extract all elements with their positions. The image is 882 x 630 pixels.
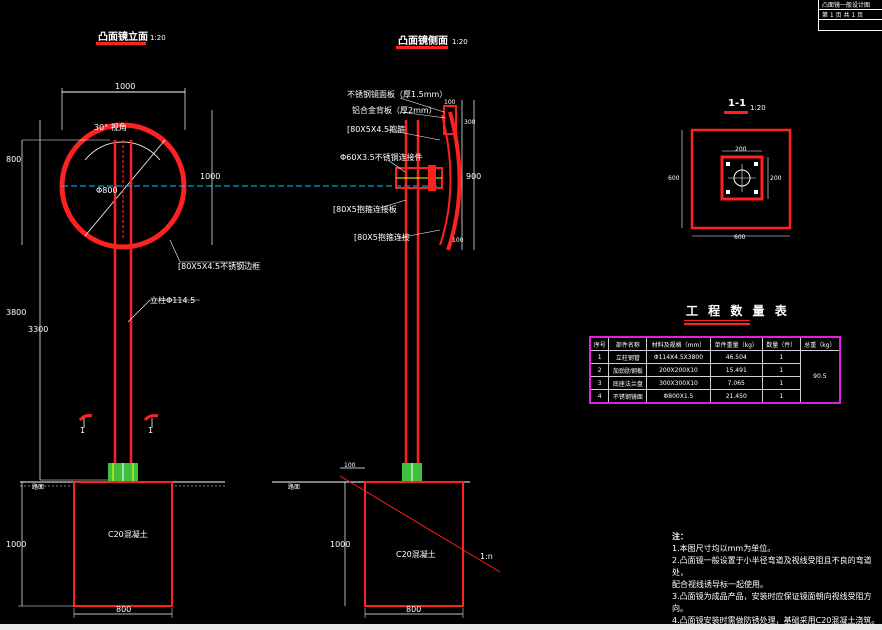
section-view-scale: 1:20 bbox=[750, 104, 766, 112]
dim-side-base-w: 800 bbox=[406, 605, 422, 614]
table-cell: 1 bbox=[589, 350, 610, 364]
table-cell: 1 bbox=[761, 376, 801, 390]
foundation-front-label: C20混凝土 bbox=[108, 530, 148, 539]
table-header-cell: 序号 bbox=[589, 336, 610, 351]
front-view-title: 凸面镜立面 bbox=[98, 32, 148, 43]
table-cell: 3 bbox=[589, 376, 610, 390]
table-row: 1 立柱钢管 Φ114X4.5X3800 46.504 1 90.5 bbox=[589, 350, 841, 404]
dim-side-right-3: 100 bbox=[452, 237, 464, 244]
dim-base-h: 1000 bbox=[6, 540, 27, 549]
foundation-side-label: C20混凝土 bbox=[396, 550, 436, 559]
arc-label: 30° 视角 bbox=[94, 123, 127, 132]
title-block-row2: 第 1 页 共 1 页 bbox=[819, 10, 882, 20]
quantity-table: 序号 部件名称 材料及规格（mm） 单件重量（kg） 数量（件） 总重（kg） … bbox=[589, 336, 841, 404]
title-block-corner: 凸面镜一般设计图 第 1 页 共 1 页 bbox=[818, 0, 882, 31]
table-row: 2 加劲肋钢板 200X200X10 15.491 1 bbox=[589, 363, 840, 377]
table-header-cell: 材料及规格（mm） bbox=[646, 336, 711, 351]
table-cell: 46.504 bbox=[709, 350, 763, 364]
section-view-title: 1-1 bbox=[728, 98, 747, 109]
side-view-title: 凸面镜侧面 bbox=[398, 36, 448, 47]
dim-left-h1: 800 bbox=[6, 155, 22, 164]
note-line: 4.凸面镜安装时需做防锈处理，基础采用C20混凝土浇筑。 bbox=[672, 616, 880, 625]
table-cell: 21.450 bbox=[709, 389, 763, 404]
table-total-cell: 90.5 bbox=[799, 350, 841, 404]
table-cell: 1 bbox=[761, 363, 801, 377]
dim-diameter: Φ800 bbox=[96, 186, 118, 195]
table-cell: Φ114X4.5X3800 bbox=[646, 350, 711, 364]
bottom-border bbox=[0, 624, 882, 630]
table-cell: 不锈钢镜面 bbox=[608, 389, 648, 404]
dim-side-top: 100 bbox=[444, 99, 456, 106]
dim-base-w: 800 bbox=[116, 605, 132, 614]
dim-left-h2: 3800 bbox=[6, 308, 27, 317]
side-label-2: 铝合金背板（厚2mm） bbox=[352, 106, 437, 115]
dim-sec-inner: 200 bbox=[735, 146, 747, 153]
dim-right-h: 1000 bbox=[200, 172, 221, 181]
table-cell: 1 bbox=[761, 350, 801, 364]
post-label: 立柱Φ114.5 bbox=[150, 296, 196, 305]
table-cell: 1 bbox=[761, 389, 801, 404]
side-label-3: [80X5X4.5抱箍 bbox=[347, 125, 406, 134]
table-header-cell: 总重（kg） bbox=[799, 336, 841, 351]
dim-sec-w: 600 bbox=[734, 234, 746, 241]
section-mark-left: 1 bbox=[80, 426, 86, 435]
note-line: 2.凸面镜一般设置于小半径弯道及视线受阻且不良的弯道处， bbox=[672, 556, 872, 577]
title-block-row1: 凸面镜一般设计图 bbox=[819, 0, 882, 10]
front-view bbox=[18, 88, 440, 618]
side-label-1: 不锈钢镜面板（厚1.5mm） bbox=[347, 90, 448, 99]
side-label-6: [80X5抱箍连接 bbox=[354, 233, 410, 242]
dim-side-right-1: 300 bbox=[464, 119, 476, 126]
ground-right-label: 路面 bbox=[288, 484, 301, 491]
slope-label: 1:n bbox=[480, 552, 493, 561]
table-cell: 底座法兰盘 bbox=[608, 376, 648, 390]
note-line: 1.本图尺寸均以mm为单位。 bbox=[672, 544, 776, 553]
note-line: 3.凸面镜为成品产品，安装时应保证镜面朝向视线受阻方向。 bbox=[672, 592, 872, 613]
dim-sec-inner-h: 200 bbox=[770, 175, 782, 182]
notes-block: 注： 1.本图尺寸均以mm为单位。 2.凸面镜一般设置于小半径弯道及视线受阻且不… bbox=[672, 531, 882, 627]
table-header-cell: 数量（件） bbox=[761, 336, 801, 351]
side-view-scale: 1:20 bbox=[452, 38, 468, 46]
table-cell: Φ800X1.5 bbox=[646, 389, 711, 404]
section-view bbox=[681, 128, 792, 237]
table-row: 4 不锈钢镜面 Φ800X1.5 21.450 1 bbox=[589, 389, 840, 404]
side-label-4: Φ60X3.5不锈钢连接件 bbox=[340, 153, 423, 162]
table-cell: 300X300X10 bbox=[646, 376, 711, 390]
table-header-cell: 单件重量（kg） bbox=[709, 336, 763, 351]
dim-side-base-h: 1000 bbox=[330, 540, 351, 549]
table-cell: 立柱钢管 bbox=[608, 350, 648, 364]
notes-title: 注： bbox=[672, 532, 688, 541]
table-cell: 2 bbox=[589, 363, 610, 377]
side-label-5: [80X5抱箍连接板 bbox=[333, 205, 397, 214]
side-foundation bbox=[364, 481, 464, 607]
ground-left-label: 路面 bbox=[32, 484, 45, 491]
dim-mirror-width: 1000 bbox=[115, 82, 136, 91]
table-header-cell: 部件名称 bbox=[608, 336, 648, 351]
front-foundation bbox=[73, 481, 173, 607]
table-cell: 15.491 bbox=[709, 363, 763, 377]
table-header-row: 序号 部件名称 材料及规格（mm） 单件重量（kg） 数量（件） 总重（kg） bbox=[589, 336, 841, 351]
dim-sec-h: 600 bbox=[668, 175, 680, 182]
side-view bbox=[272, 97, 501, 618]
table-cell: 7.065 bbox=[709, 376, 763, 390]
quantity-table-title: 工 程 数 量 表 bbox=[686, 304, 790, 318]
table-cell: 加劲肋钢板 bbox=[608, 363, 648, 377]
dim-side-right-2: 900 bbox=[466, 172, 482, 181]
note-line: 配合视线诱导标一起使用。 bbox=[672, 580, 768, 589]
dim-side-left: 100 bbox=[344, 462, 356, 469]
front-view-scale: 1:20 bbox=[150, 34, 166, 42]
table-cell: 200X200X10 bbox=[646, 363, 711, 377]
dim-left-h3: 3300 bbox=[28, 325, 49, 334]
table-cell: 4 bbox=[589, 389, 610, 404]
ring-label: [80X5X4.5不锈钢边框 bbox=[178, 262, 261, 271]
section-mark-right: 1 bbox=[148, 426, 154, 435]
table-row: 3 底座法兰盘 300X300X10 7.065 1 bbox=[589, 376, 840, 390]
